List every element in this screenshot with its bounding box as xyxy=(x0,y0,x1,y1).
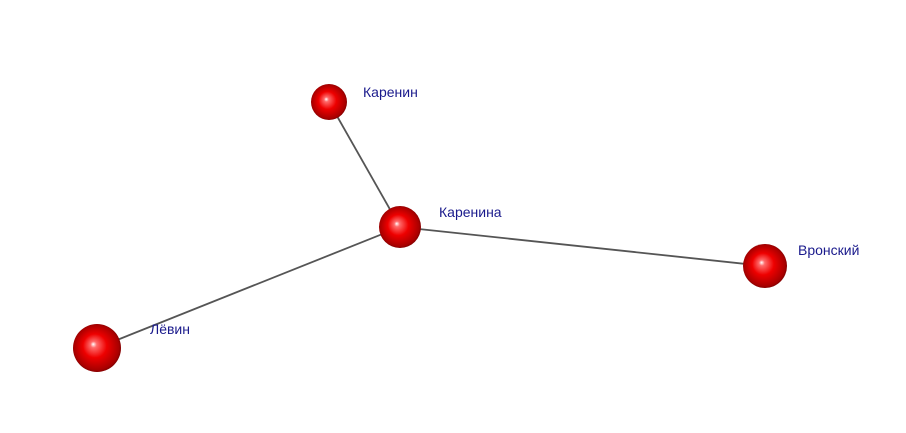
label-vronsky: Вронский xyxy=(798,242,859,258)
edge-karenina-levin xyxy=(96,226,401,349)
node-levin[interactable] xyxy=(73,324,121,372)
edge-karenin-karenina xyxy=(328,101,401,228)
edge-karenina-vronsky xyxy=(399,226,766,267)
node-karenina[interactable] xyxy=(379,206,421,248)
node-karenin[interactable] xyxy=(311,84,347,120)
label-karenina: Каренина xyxy=(439,204,502,220)
edges-group xyxy=(96,101,766,349)
node-vronsky[interactable] xyxy=(743,244,787,288)
nodes-group xyxy=(73,84,787,372)
label-levin: Лёвин xyxy=(150,321,190,337)
label-karenin: Каренин xyxy=(363,84,418,100)
labels-group: Каренин Каренина Вронский Лёвин xyxy=(150,84,859,337)
